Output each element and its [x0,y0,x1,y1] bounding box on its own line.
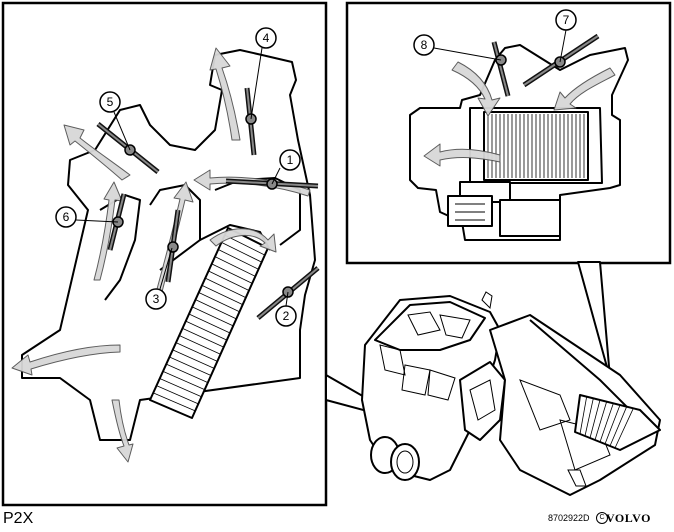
vent-slat [594,401,608,441]
vent-slat [579,396,588,435]
heater-core-fin [179,335,221,355]
callout-3: 3 [145,247,173,310]
callout-6: 6 [55,206,119,228]
heater-core-fin [182,327,224,348]
airflow-arrow-floor-down [111,399,134,463]
vent-slat [599,403,614,443]
airflow-arrow-floor-out [11,344,121,376]
svg-text:5: 5 [107,95,114,109]
heater-core-fin [153,392,196,412]
heater-core-fin [166,363,208,383]
vent-slat [614,408,634,449]
brand-logo-text: VOLVO [606,511,651,525]
callout-4: 4 [250,27,277,120]
heater-core-fin [172,349,215,369]
heater-core-fin [211,263,253,284]
damper-8 [491,41,511,97]
vent-slat [589,399,601,439]
left-detail-panel: 1 2 3 4 5 6 [1,1,328,507]
heater-core-fin [192,306,234,327]
svg-text:7: 7 [563,13,570,27]
callout-1: 1 [271,149,301,185]
heater-core-fin [205,277,247,298]
damper-3 [165,209,181,283]
copyright-icon: C [596,512,608,524]
svg-text:6: 6 [63,210,70,224]
airflow-arrow-side-up [93,181,123,281]
heater-core-fin [156,385,199,405]
svg-text:3: 3 [153,292,160,306]
svg-text:1: 1 [287,153,294,167]
airflow-arrow-recirc-air [553,67,616,111]
airflow-arrow-fresh-air [451,61,501,117]
heater-core-fin [159,378,202,398]
vent-slat [604,404,621,445]
inner-duct-center [149,184,201,271]
vent-slat [609,406,628,447]
heater-core-fin [185,320,228,341]
airflow-arrow-defrost-left [63,124,131,181]
blower-wheel [483,111,589,181]
airflow-arrow-recirc [209,228,277,253]
svg-text:8: 8 [421,38,428,52]
blower-motor [447,181,561,237]
svg-text:4: 4 [263,31,270,45]
heater-core [149,227,269,419]
callout-5: 5 [99,91,131,151]
airflow-arrow-defrost-top [209,47,241,141]
variant-label: P2X [3,510,34,527]
heater-core-fin [175,342,218,362]
heater-core-fin [201,284,243,306]
pointer-right-panel [577,261,611,379]
heater-core-fin [162,370,205,391]
climate-unit-assembly [361,291,661,496]
figure-code: 8702922D [548,513,590,523]
heater-core-fin [169,356,212,376]
svg-text:2: 2 [283,309,290,323]
heater-core-fin [208,270,250,291]
heater-core-fin [224,234,266,256]
vent-slat [584,398,594,437]
heater-core-fin [218,249,259,270]
callout-8: 8 [413,34,502,61]
callout-7: 7 [555,9,577,63]
heater-core-fin [214,256,256,277]
heater-core-fin [188,313,231,334]
heater-core-fin [221,241,262,263]
heater-core-fin [195,299,237,320]
right-detail-panel: 7 8 [345,1,672,265]
heater-core-fin [198,292,240,313]
callout-2: 2 [275,291,297,327]
airflow-arrow-blower-out [423,143,501,167]
